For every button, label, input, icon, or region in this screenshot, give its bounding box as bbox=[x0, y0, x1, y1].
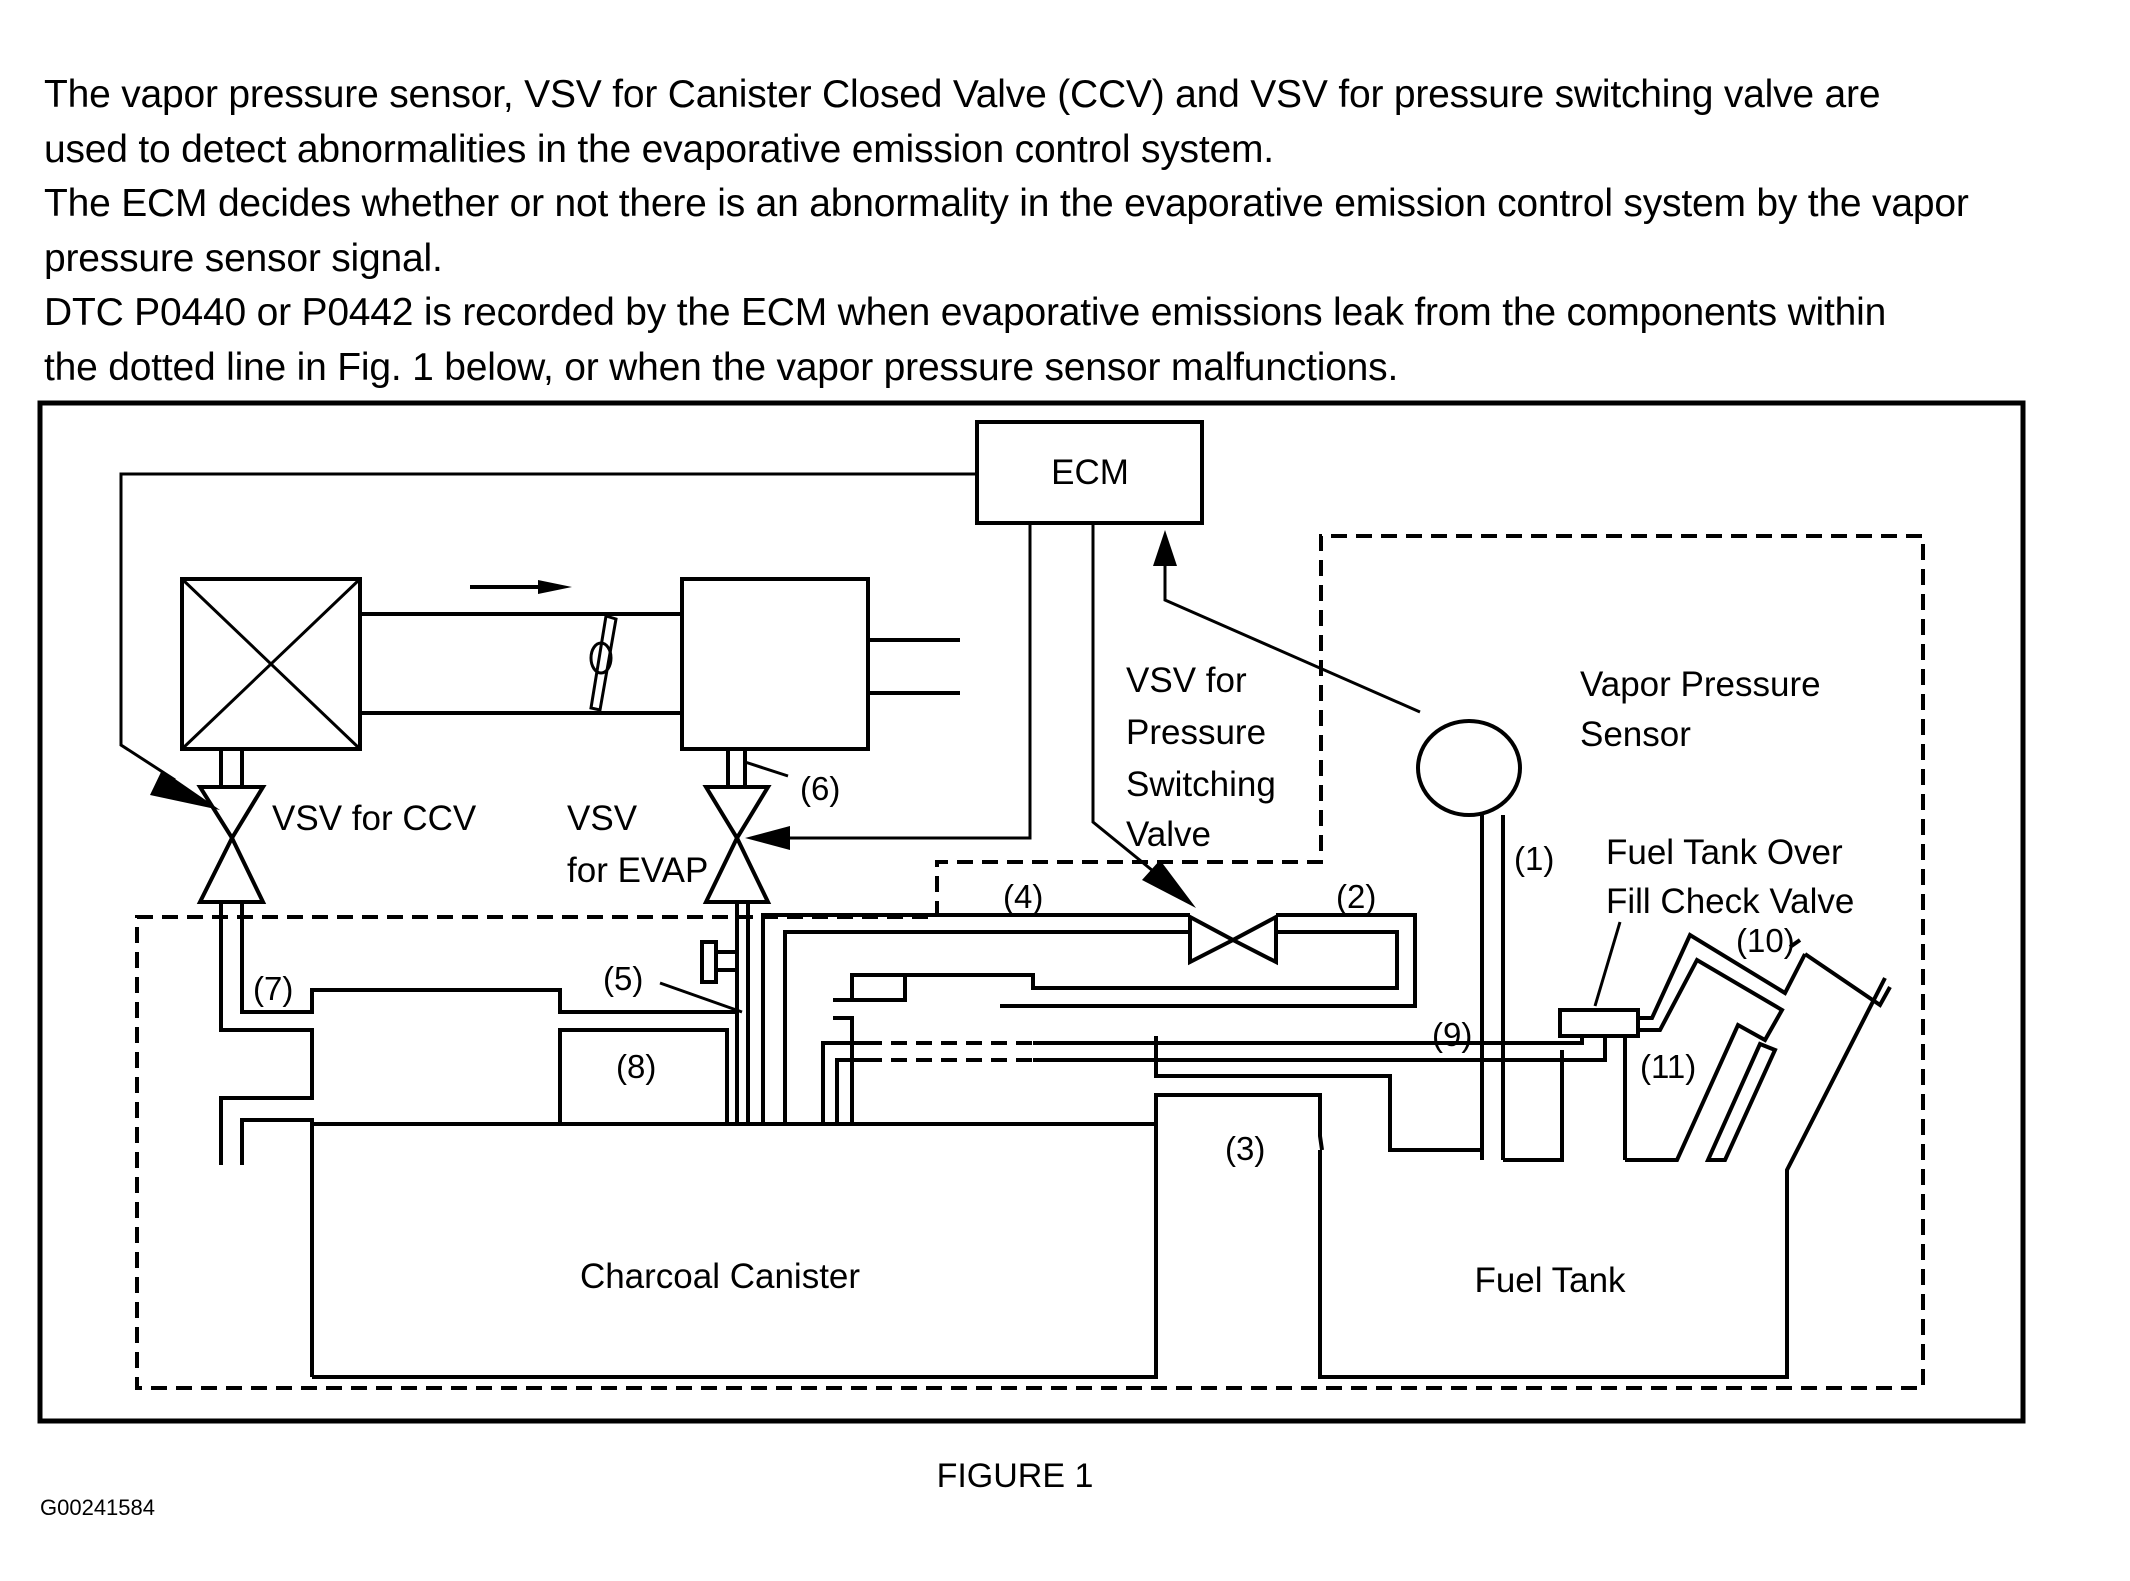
pipe-2-outer bbox=[1000, 913, 1417, 1008]
callout-6-leader bbox=[744, 760, 789, 778]
pipe-9-stub-lower bbox=[833, 1016, 854, 1124]
callout-1: (1) bbox=[1514, 840, 1554, 877]
psv-signal-arrow-icon bbox=[1142, 860, 1196, 908]
pipe-2-inner bbox=[850, 930, 1399, 1000]
intro-line: pressure sensor signal. bbox=[44, 236, 443, 280]
pipe-9-left bbox=[821, 1041, 866, 1124]
canister-vent-pipe bbox=[240, 1118, 314, 1377]
airflow-arrowhead-icon bbox=[538, 580, 572, 594]
callout-2: (2) bbox=[1336, 878, 1376, 915]
vsv-psv-label-line3: Switching bbox=[1126, 765, 1276, 804]
pipe-9-box bbox=[1154, 1036, 1481, 1152]
ecm-label: ECM bbox=[1051, 453, 1129, 492]
vsv-evap-label-line1: VSV bbox=[567, 799, 638, 838]
callout-3: (3) bbox=[1225, 1130, 1265, 1167]
pipe-9-stub bbox=[833, 973, 1033, 1002]
vsv-psv-label-line1: VSV for bbox=[1126, 661, 1247, 700]
callout-7: (7) bbox=[253, 970, 293, 1007]
throttle-valve bbox=[589, 614, 618, 712]
ecm-module: ECM bbox=[975, 420, 1204, 525]
filler-neck-outer bbox=[1788, 938, 1892, 1008]
ccv-signal-arrow-icon bbox=[150, 770, 220, 810]
intake-manifold bbox=[680, 577, 870, 751]
pipe-7-inner bbox=[240, 902, 737, 1014]
intro-line: the dotted line in Fig. 1 below, or when… bbox=[44, 345, 1399, 389]
callout-11: (11) bbox=[1640, 1048, 1696, 1085]
fill-check-label-line1: Fuel Tank Over bbox=[1606, 833, 1843, 872]
callout-10: (10) bbox=[1736, 922, 1795, 959]
fuel-tank bbox=[1318, 977, 1887, 1379]
callout-6: (6) bbox=[800, 770, 840, 807]
canister-label: Charcoal Canister bbox=[580, 1257, 860, 1296]
pipe-3 bbox=[1154, 1093, 1324, 1151]
intro-line: used to detect abnormalities in the evap… bbox=[44, 127, 1274, 171]
callout-8: (8) bbox=[616, 1048, 656, 1085]
leak-check-boundary bbox=[135, 534, 1925, 1390]
pipe-9-main-top bbox=[1033, 1036, 1584, 1045]
fill-check-leader bbox=[1593, 921, 1622, 1007]
intro-line: The vapor pressure sensor, VSV for Canis… bbox=[44, 73, 1881, 116]
fill-check-valve bbox=[1558, 1008, 1640, 1038]
vsv-ccv-valve bbox=[196, 749, 267, 904]
ecm-psv-signal-line bbox=[1091, 523, 1181, 895]
fuel-tank-label: Fuel Tank bbox=[1474, 1261, 1626, 1300]
vsv-psv-label-line4: Valve bbox=[1126, 815, 1211, 854]
filler-neck-10 bbox=[1625, 932, 1807, 1162]
vapor-pressure-sensor bbox=[1416, 719, 1522, 817]
pipe-4-inner bbox=[783, 930, 1190, 1124]
intro-text: The vapor pressure sensor, VSV for Canis… bbox=[44, 68, 2124, 395]
vsv-evap-label-line2: for EVAP bbox=[567, 851, 708, 890]
figure-frame bbox=[37, 400, 2026, 1424]
sensor-signal-arrow-icon bbox=[1153, 530, 1177, 566]
callout-4: (4) bbox=[1003, 878, 1043, 915]
vapor-sensor-label-line1: Vapor Pressure bbox=[1580, 665, 1821, 704]
breather-11 bbox=[1704, 1041, 1778, 1162]
evap-signal-arrow-icon bbox=[745, 826, 790, 850]
pipe-4-outer bbox=[761, 913, 1190, 1124]
intro-line: DTC P0440 or P0442 is recorded by the EC… bbox=[44, 291, 1887, 334]
air-cleaner bbox=[180, 577, 362, 751]
fill-check-label-line2: Fill Check Valve bbox=[1606, 882, 1854, 921]
sensor-signal-line bbox=[1163, 560, 1421, 714]
intro-line: The ECM decides whether or not there is … bbox=[44, 182, 1969, 225]
figure-caption: FIGURE 1 bbox=[937, 1457, 1094, 1495]
pipe-9-left-inner bbox=[835, 1058, 866, 1124]
ecm-ccv-signal-line bbox=[119, 472, 977, 782]
vsv-pressure-switching-valve bbox=[1188, 913, 1278, 966]
charcoal-canister bbox=[312, 1028, 1158, 1379]
vsv-evap-valve bbox=[702, 749, 772, 904]
callout-5-leader bbox=[659, 981, 743, 1014]
vsv-ccv-label: VSV for CCV bbox=[272, 799, 477, 838]
pipe-9-main-bottom bbox=[1033, 1036, 1607, 1062]
ecm-evap-signal-line bbox=[790, 523, 1032, 840]
vapor-sensor-label-line2: Sensor bbox=[1580, 715, 1691, 754]
callout-5: (5) bbox=[603, 960, 643, 997]
pipe-7 bbox=[219, 902, 314, 1165]
image-id: G00241584 bbox=[40, 1495, 155, 1520]
purge-port bbox=[700, 940, 718, 984]
callout-9: (9) bbox=[1432, 1016, 1472, 1053]
vsv-psv-label-line2: Pressure bbox=[1126, 713, 1266, 752]
